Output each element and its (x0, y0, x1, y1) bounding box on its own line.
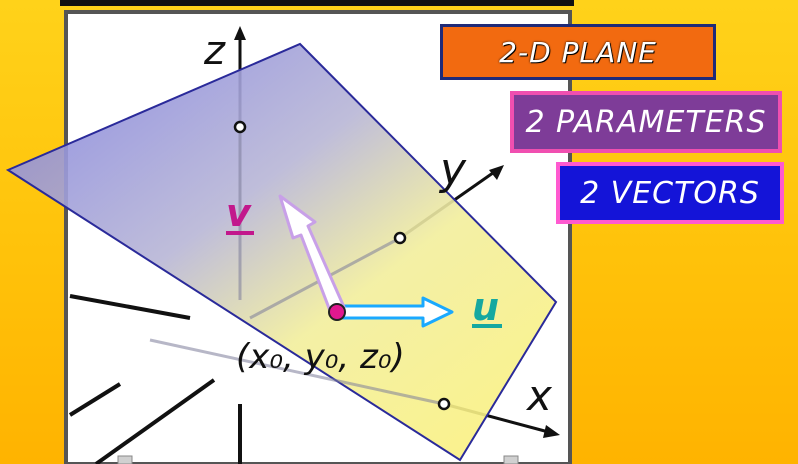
y-axis-arrowhead (489, 165, 504, 180)
floor-line-3 (94, 378, 216, 464)
x-axis-arrowhead (543, 425, 560, 438)
u-vector-label: u (472, 285, 499, 329)
floor-line-2 (68, 382, 122, 417)
tag-2-parameters-text: 2 PARAMETERS (525, 104, 767, 140)
floor-line-1 (69, 294, 191, 320)
u-vector-arrow (335, 296, 454, 328)
tag-2d-plane: 2-D PLANE (440, 24, 716, 80)
x-axis-dot (437, 397, 451, 411)
tag-2-vectors-text: 2 VECTORS (580, 175, 760, 211)
x-axis-label: x (525, 371, 553, 420)
board-top-rail (60, 0, 574, 6)
base-point-label: (x₀, y₀, z₀) (236, 337, 405, 377)
x-axis-hidden (149, 338, 445, 406)
tag-2-vectors: 2 VECTORS (556, 162, 784, 224)
floor-lines (68, 294, 242, 464)
plane (5, 42, 558, 462)
z-axis-dot (233, 120, 247, 134)
base-point (328, 303, 346, 321)
v-vector-label: v (226, 191, 252, 235)
z-axis-label: z (203, 28, 226, 74)
board-leg-left (117, 455, 133, 464)
board-leg-right (503, 455, 519, 464)
z-axis-arrowhead (234, 26, 246, 40)
v-vector-arrow (278, 194, 346, 318)
tag-2-parameters: 2 PARAMETERS (510, 91, 782, 153)
y-axis-label: y (438, 144, 467, 195)
tag-2d-plane-text: 2-D PLANE (499, 35, 657, 69)
y-axis-dot (393, 231, 407, 245)
